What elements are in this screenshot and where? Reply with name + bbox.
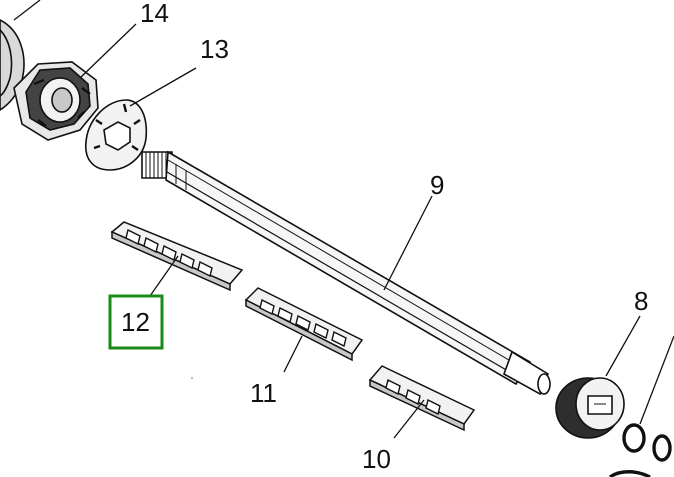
kit-12-strip [110,221,244,292]
callout-12: 12 [121,307,150,337]
callout-10: 10 [362,444,391,474]
kit-11-strip [244,287,364,362]
bushing-part [555,377,625,439]
callout-9: 9 [430,170,444,200]
callout-11: 11 [250,378,277,408]
kit-10-strip [368,365,476,432]
plate-part [85,99,148,171]
leader-lines [13,0,674,439]
ring-parts [609,423,672,477]
coupling-part [0,19,99,141]
callout-14: 14 [140,0,169,28]
stray-dot [191,377,193,379]
highlight-box [108,294,164,350]
callout-13: 13 [200,34,229,64]
callout-8: 8 [634,286,648,316]
shaft-part [141,150,551,396]
